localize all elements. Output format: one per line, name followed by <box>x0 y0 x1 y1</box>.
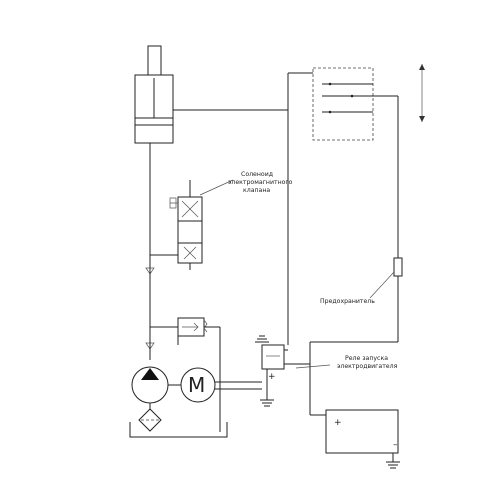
motor-start-relay: + <box>261 344 285 382</box>
battery-plus-sign: + <box>334 418 342 428</box>
solenoid-label-line3: клапана <box>243 187 270 194</box>
relief-valve <box>177 317 208 337</box>
solenoid-label-line2: электромагнитного <box>228 179 293 186</box>
fuse <box>393 257 403 277</box>
solenoid-valve <box>169 196 203 264</box>
relay-label-line1: Реле запуска <box>345 355 388 362</box>
solenoid-label-line1: Соленоид <box>241 171 273 178</box>
battery-ground-icon <box>386 453 400 469</box>
motor-ground-icon <box>260 369 274 407</box>
battery: + – <box>325 409 399 454</box>
hydraulic-pump <box>131 366 169 404</box>
hydraulic-cylinder <box>134 45 174 144</box>
electric-motor: M <box>180 367 216 403</box>
relay-plus-sign: + <box>268 372 276 382</box>
relay-label-line2: электродвигателя <box>337 363 398 370</box>
filter <box>138 408 162 432</box>
fuse-label: Предохранитель <box>320 298 375 305</box>
travel-arrow-icon <box>419 64 425 122</box>
battery-minus-sign: – <box>393 440 398 450</box>
motor-label: M <box>188 373 205 397</box>
relay-ground-icon <box>255 335 269 350</box>
limit-switch-box <box>288 67 398 141</box>
reservoir-tank <box>129 422 228 438</box>
